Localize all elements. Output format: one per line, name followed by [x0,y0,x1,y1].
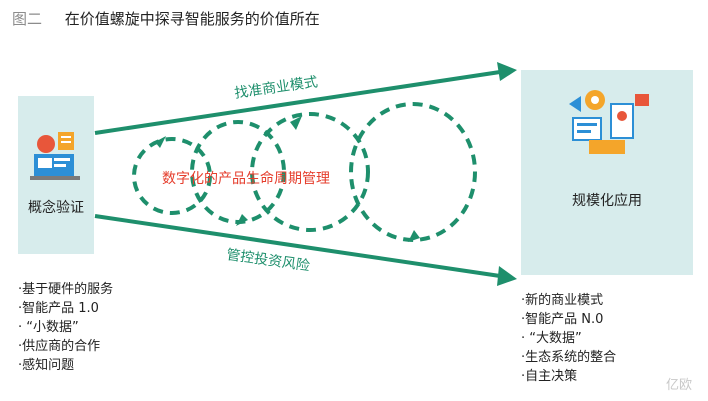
spiral-loop-3 [250,112,370,232]
list-item: ·供应商的合作 [18,339,101,354]
top-arrowhead [497,62,517,81]
list-item: · “大数据” [521,331,582,346]
list-item: · “小数据” [18,320,79,335]
scaled-application-box: 规模化应用 [521,70,693,275]
spiral-loop-4 [349,102,477,242]
center-label: 数字化的产品生命周期管理 [162,171,330,187]
list-item: ·基于硬件的服务 [18,282,114,297]
top-arrow [94,70,501,135]
figure-label: 图二 [12,10,43,28]
list-item: ·智能产品 N.0 [521,312,604,327]
left-bullet-list: ·基于硬件的服务 ·智能产品 1.0 · “小数据” ·供应商的合作 ·感知问题 [18,280,113,375]
list-item: ·感知问题 [18,358,75,373]
loop-arrowhead-2 [290,116,302,130]
loop-arrowhead-3 [236,214,248,226]
list-item: ·智能产品 1.0 [18,301,99,316]
bottom-arrow [94,214,501,278]
list-item: ·生态系统的整合 [521,350,617,365]
concept-illustration-icon [30,132,80,180]
bottom-arrowhead [497,266,517,286]
loop-arrowhead-4 [408,230,420,242]
list-item: ·自主决策 [521,369,578,384]
concept-validation-label: 概念验证 [28,200,84,216]
concept-validation-box: 概念验证 [18,96,94,254]
figure-title: 在价值螺旋中探寻智能服务的价值所在 [64,10,320,28]
spiral-loop-1 [132,137,212,215]
watermark-logo: 亿欧 [665,378,692,393]
figure-header: 图二 在价值螺旋中探寻智能服务的价值所在 [12,8,320,29]
loop-arrowhead-1 [155,136,166,148]
scaled-application-label: 规模化应用 [572,193,642,209]
list-item: ·新的商业模式 [521,293,604,308]
scaled-illustration-icon [569,90,649,154]
right-bullet-list: ·新的商业模式 ·智能产品 N.0 · “大数据” ·生态系统的整合 ·自主决策 [521,291,616,386]
